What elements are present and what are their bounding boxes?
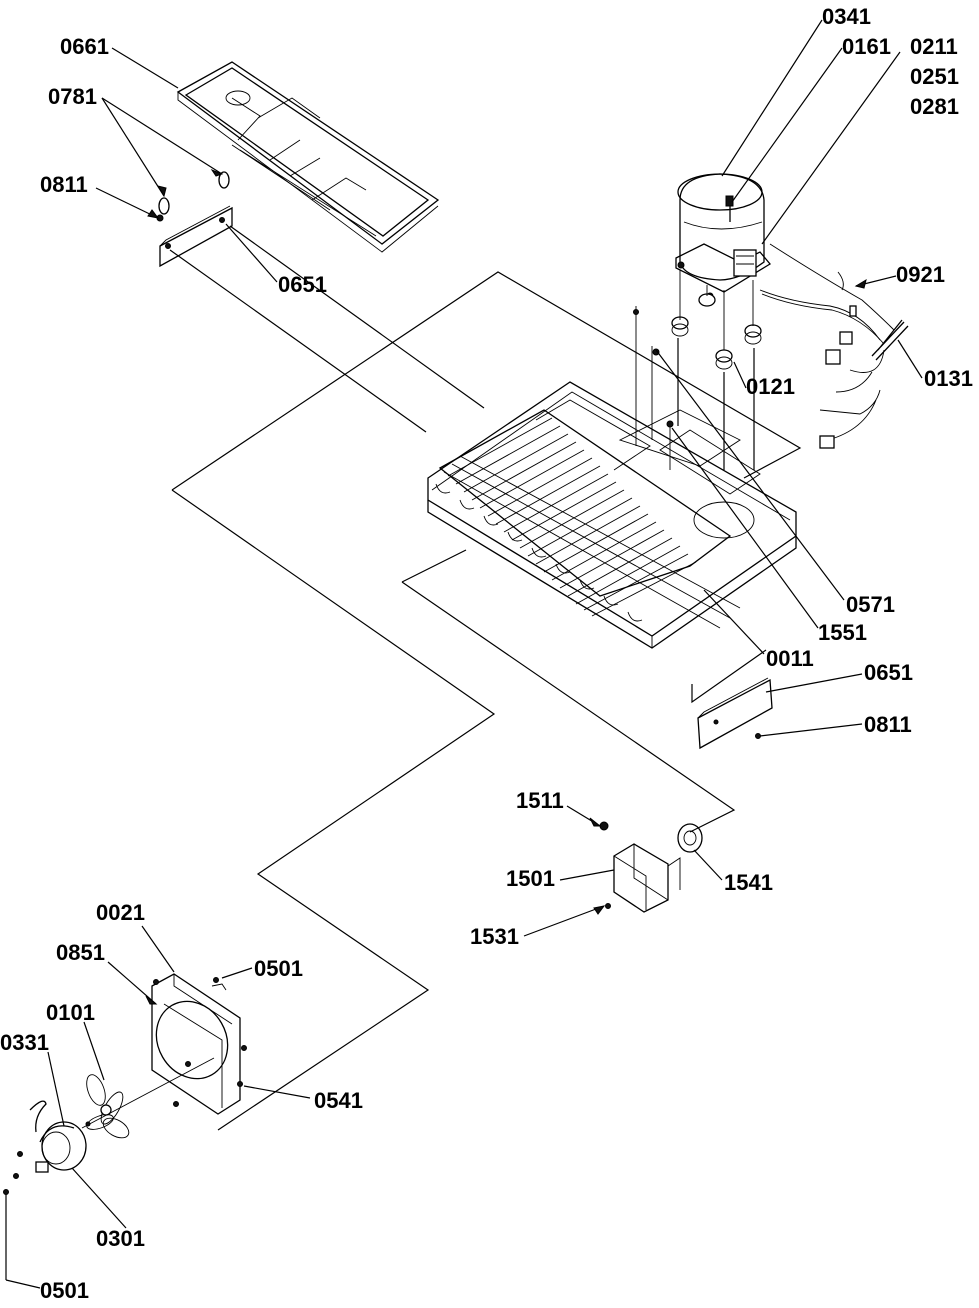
drip-tray-part: [176, 61, 440, 253]
callout-1541: 1541: [724, 870, 773, 895]
wiring-harness-part: [759, 243, 909, 449]
callout-0251: 0251: [910, 64, 959, 89]
fan-shroud-part: [151, 973, 247, 1115]
callout-0541: 0541: [314, 1088, 363, 1113]
callout-0781: 0781: [48, 84, 97, 109]
fan-blade-part: [81, 1057, 215, 1139]
callout-0101: 0101: [46, 1000, 95, 1025]
assembly-lines: [169, 225, 802, 1131]
callout-0851: 0851: [56, 940, 105, 965]
callout-1511: 1511: [516, 788, 564, 813]
callout-1551: 1551: [818, 620, 867, 645]
callout-0811-right: 0811: [864, 712, 912, 737]
callout-labels: 0661 0781 0811 0651 0341 0161 0211 0251 …: [0, 4, 973, 1303]
callout-0651-right: 0651: [864, 660, 913, 685]
callout-0281: 0281: [910, 94, 959, 119]
bracket-left-part: [159, 205, 233, 268]
leader-arrowheads: [145, 168, 867, 1005]
callout-0921: 0921: [896, 262, 945, 287]
callout-0021: 0021: [96, 900, 145, 925]
callout-1501: 1501: [506, 866, 555, 891]
bracket-right-part: [697, 677, 773, 750]
callout-0651-top: 0651: [278, 272, 327, 297]
callout-0501-top: 0501: [254, 956, 303, 981]
leader-lines: [5, 19, 923, 1289]
callout-0331: 0331: [0, 1030, 49, 1055]
callout-0811-top: 0811: [40, 172, 88, 197]
callout-0121: 0121: [746, 374, 795, 399]
fan-motor-part: [3, 1100, 91, 1195]
condenser-base-part: [427, 306, 797, 649]
callout-0301: 0301: [96, 1226, 145, 1251]
callout-0161: 0161: [842, 34, 891, 59]
callout-0011: 0011: [766, 646, 814, 671]
callout-0571: 0571: [846, 592, 895, 617]
callout-0341: 0341: [822, 4, 871, 29]
callout-0661: 0661: [60, 34, 109, 59]
callout-0211: 0211: [910, 34, 958, 59]
damper-bracket-part: [599, 821, 703, 913]
callout-1531: 1531: [470, 924, 519, 949]
compressor-part: [671, 173, 771, 370]
callout-0131: 0131: [924, 366, 973, 391]
screw-0781-part: [156, 171, 230, 222]
callout-0501-bottom: 0501: [40, 1278, 89, 1303]
